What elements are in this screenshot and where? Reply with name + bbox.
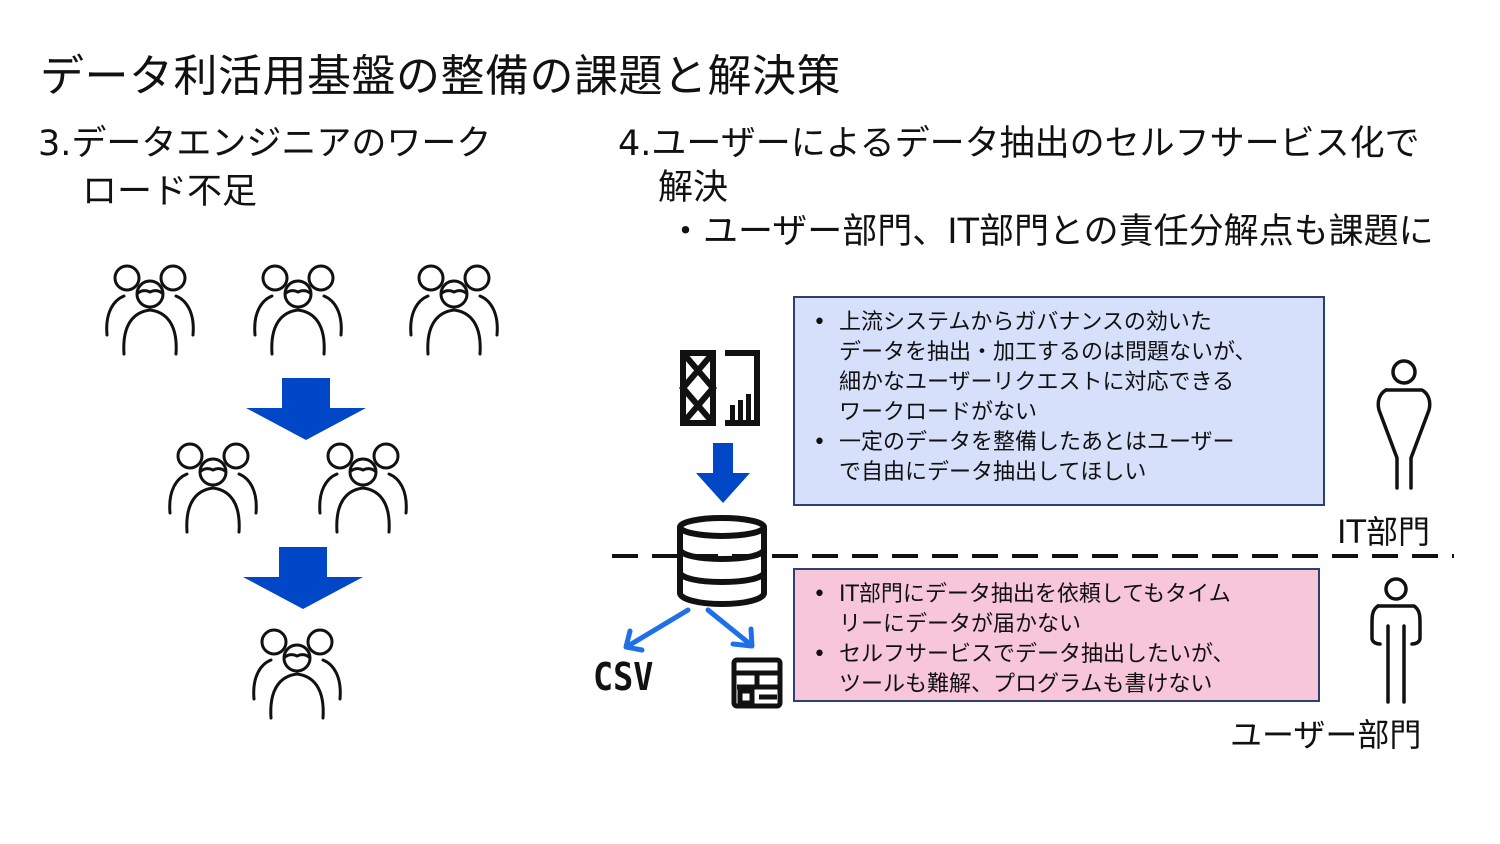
page-title: データ利活用基盤の整備の課題と解決策 [40, 51, 841, 102]
people-group-icon [252, 628, 342, 720]
database-icon [677, 515, 767, 608]
people-group-icon [168, 442, 258, 534]
section3-heading-cont: ロード不足 [82, 172, 258, 212]
user-concern-item: IT部門にデータ抽出を依頼してもタイム リーにデータが届かない [809, 580, 1304, 640]
user-dept-label: ユーザー部門 [1230, 716, 1422, 754]
people-group-icon [409, 264, 499, 356]
person-icon [1376, 359, 1432, 490]
down-arrow-icon [246, 378, 366, 440]
section4-heading-cont: 解決 [658, 168, 729, 208]
user-dept-concerns-box: IT部門にデータ抽出を依頼してもタイム リーにデータが届かない セルフサービスで… [793, 568, 1320, 702]
people-group-icon [105, 264, 195, 356]
down-arrow-icon [243, 547, 363, 609]
section4-heading: 4.ユーザーによるデータ抽出のセルフサービス化で [618, 124, 1420, 164]
data-source-icon [679, 350, 760, 426]
it-concern-item: 一定のデータを整備したあとはユーザー で自由にデータ抽出してほしい [809, 428, 1309, 488]
section4-subheading: ・ユーザー部門、IT部門との責任分解点も課題に [668, 212, 1434, 252]
it-dept-label: IT部門 [1337, 513, 1430, 551]
people-group-icon [253, 264, 343, 356]
csv-label: CSV [593, 655, 654, 699]
people-group-icon [318, 442, 408, 534]
dashboard-icon [731, 657, 783, 709]
division-line [612, 554, 1454, 558]
it-concern-item: 上流システムからガバナンスの効いた データを抽出・加工するのは問題ないが、 細か… [809, 308, 1309, 428]
person-icon [1370, 577, 1422, 704]
down-arrow-icon [696, 443, 750, 503]
user-concern-item: セルフサービスでデータ抽出したいが、 ツールも難解、プログラムも書けない [809, 640, 1304, 700]
section3-heading: 3.データエンジニアのワーク [38, 124, 492, 164]
it-dept-concerns-box: 上流システムからガバナンスの効いた データを抽出・加工するのは問題ないが、 細か… [793, 296, 1325, 506]
export-arrow-icon [623, 607, 755, 653]
